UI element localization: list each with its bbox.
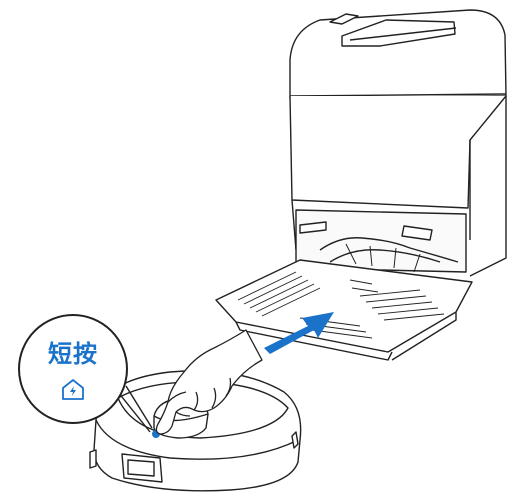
lid-handle [341, 19, 456, 47]
callout-pointer [117, 385, 153, 433]
robot-vacuum [89, 370, 302, 492]
direction-arrow [264, 312, 334, 354]
station-body [289, 95, 507, 209]
callout-bubble: 短按 [18, 314, 128, 424]
pressing-hand [155, 329, 263, 435]
home-charge-icon [62, 378, 84, 400]
docking-station [215, 9, 507, 361]
callout-label: 短按 [48, 340, 98, 368]
